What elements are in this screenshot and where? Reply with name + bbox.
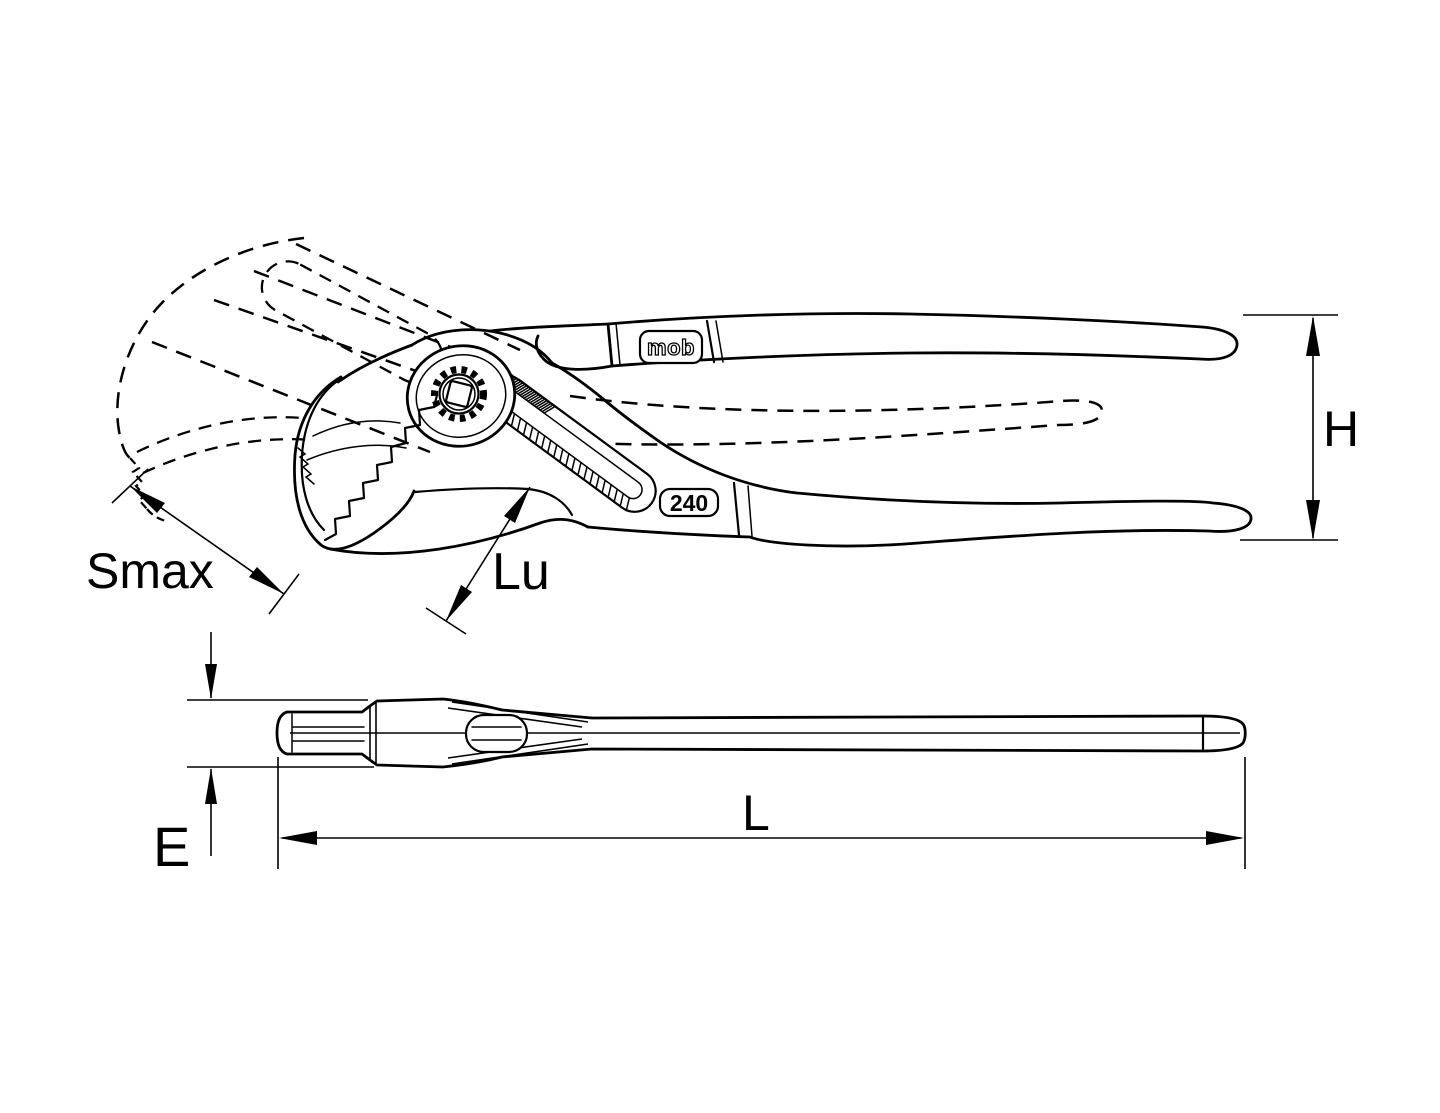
side-view-slot [464,713,529,754]
h-label: H [1323,401,1359,457]
pliers-top-view: mob 240 [293,312,1253,555]
smax-label: Smax [86,543,214,599]
e-label: E [153,815,190,878]
grip-dividers [606,319,753,537]
pliers-side-view [275,697,1247,769]
l-label: L [742,785,770,841]
dimension-l: L [277,757,1246,869]
pivot-joint [405,344,517,448]
dimension-lu: Lu [425,486,550,635]
size-badge: 240 [658,487,720,518]
brand-badge: mob [638,329,704,365]
dimension-e: E [153,632,374,878]
upper-handle [606,312,1239,368]
open-position-dashed-outline [116,236,1104,523]
dimension-smax: Smax [86,468,300,615]
rack-slot [485,373,657,513]
lu-label: Lu [492,543,550,601]
brand-badge-label: mob [647,335,695,360]
dimension-h: H [1240,314,1359,541]
size-badge-label: 240 [670,490,708,516]
lower-handle [550,361,1253,548]
gear-adjustment [431,366,487,422]
jaw-teeth [323,393,439,542]
jaws [293,343,439,551]
square-drive-hole [445,380,473,408]
